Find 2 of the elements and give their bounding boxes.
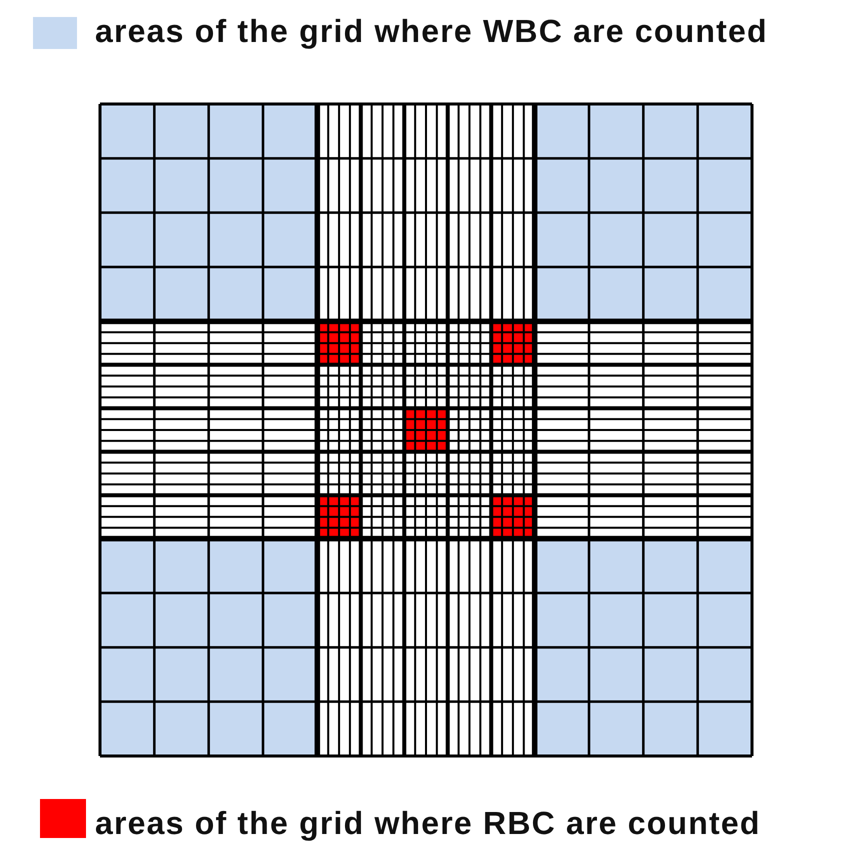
legend-text: areas of the grid where RBC are counted	[95, 805, 761, 841]
legend-text: areas of the grid where WBC are counted	[95, 13, 768, 49]
